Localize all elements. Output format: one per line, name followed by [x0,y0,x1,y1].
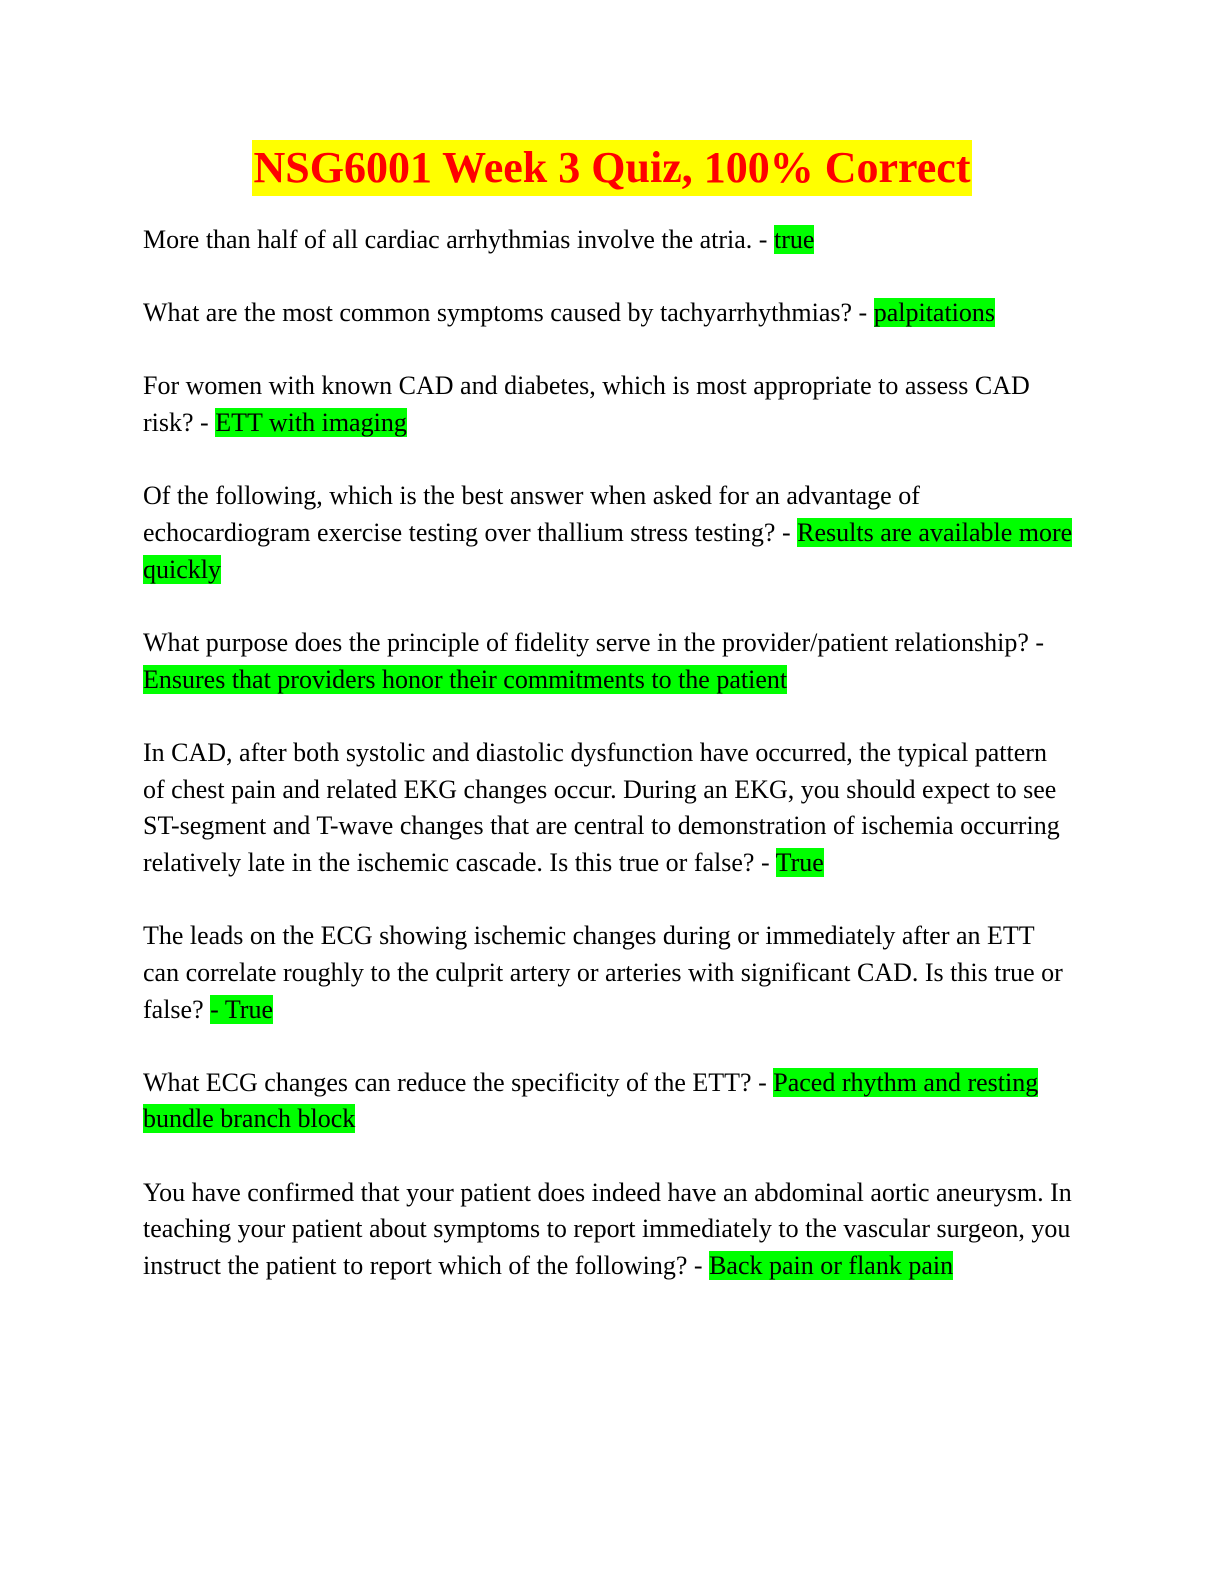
answer-highlight: ETT with imaging [215,408,407,438]
question-text: For women with known CAD and diabetes, w… [143,371,1037,438]
qa-item-4: Of the following, which is the best answ… [143,478,1073,588]
qa-list: More than half of all cardiac arrhythmia… [143,222,1073,1321]
qa-item-2: What are the most common symptoms caused… [143,295,1073,332]
answer-highlight: true [773,225,815,254]
answer-highlight: True [775,847,824,877]
title-container: NSG6001 Week 3 Quiz, 100% Correct [0,140,1224,196]
question-text: Of the following, which is the best answ… [143,481,927,548]
question-text: More than half of all cardiac arrhythmia… [143,225,774,254]
answer-highlight: - True [210,994,273,1024]
qa-item-3: For women with known CAD and diabetes, w… [143,368,1073,441]
answer-highlight: palpitations [873,298,996,328]
question-text: The leads on the ECG showing ischemic ch… [143,921,1070,1024]
answer-highlight: Back pain or flank pain [709,1251,954,1281]
question-text: What are the most common symptoms caused… [143,298,874,328]
answer-highlight: Ensures that providers honor their commi… [143,664,788,694]
document-title: NSG6001 Week 3 Quiz, 100% Correct [251,140,973,196]
question-text: What purpose does the principle of fidel… [143,627,1051,657]
question-text: What ECG changes can reduce the specific… [143,1067,774,1097]
qa-item-8: What ECG changes can reduce the specific… [143,1065,1073,1138]
qa-item-1: More than half of all cardiac arrhythmia… [143,222,1073,259]
question-text: In CAD, after both systolic and diastoli… [143,737,1067,877]
qa-item-5: What purpose does the principle of fidel… [143,625,1073,698]
question-text: You have confirmed that your patient doe… [143,1177,1079,1281]
qa-item-9: You have confirmed that your patient doe… [143,1175,1073,1285]
qa-item-6: In CAD, after both systolic and diastoli… [143,735,1073,882]
qa-item-7: The leads on the ECG showing ischemic ch… [143,918,1073,1028]
